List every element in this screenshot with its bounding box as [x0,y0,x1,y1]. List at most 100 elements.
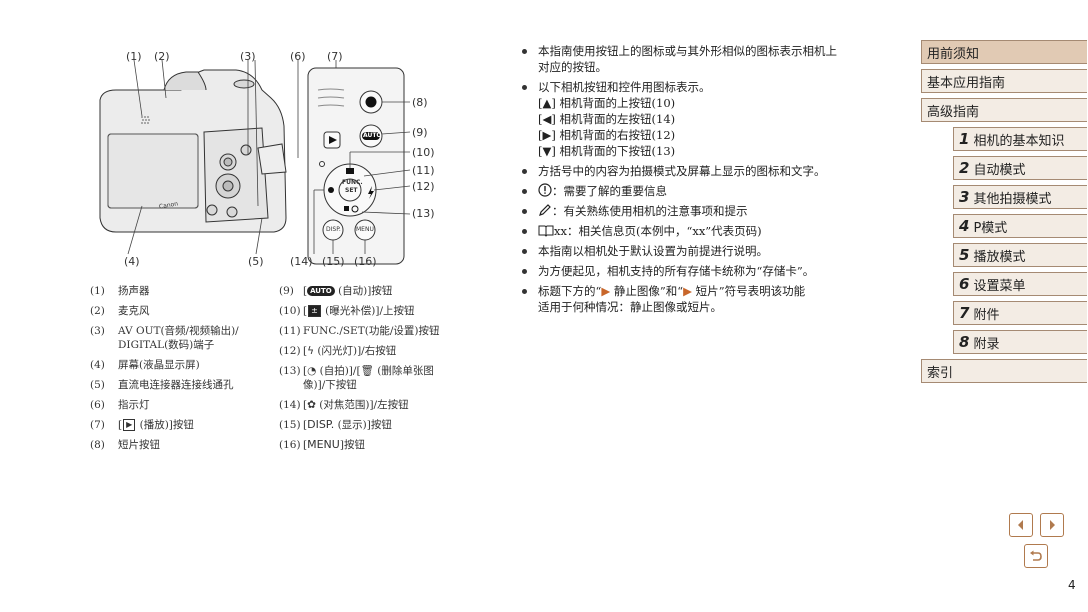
macro-flower-icon: ✿ [307,399,316,411]
note-bullet: 本指南使用按钮上的图标或与其外形相似的图标表示相机上 对应的按钮。 [512,43,892,75]
left-arrow-icon: ◀ [542,112,552,126]
legend-text: [AUTO (自动)]按钮 [303,284,479,298]
book-reference-icon [538,225,554,237]
func-label-1: FUNC. [342,179,363,186]
nav-number: 2 [959,159,970,177]
disp-label: DISP. [326,226,341,233]
nav-label: 基本应用指南 [927,75,1006,91]
callout-6: (6) [290,50,306,63]
legend-text: [◔ (自拍)]/[🗑 (删除单张图像)]/下按钮 [303,364,479,392]
legend-item: (7)[▶ (播放)]按钮 [90,418,270,432]
callout-7: (7) [327,50,343,63]
callout-13: (13) [412,207,435,220]
note-text: 本指南使用按钮上的图标或与其外形相似的图标表示相机上 [538,44,837,58]
nav-item-before-use[interactable]: 用前须知 [921,40,1087,64]
legend-item: (5)直流电连接器连接线通孔 [90,378,270,392]
return-arrow-icon [1030,550,1042,561]
pencil-tip-icon [539,204,551,216]
nav-item-basic-guide[interactable]: 基本应用指南 [921,69,1087,93]
legend-num: (2) [90,305,105,317]
nav-item-advanced-guide[interactable]: 高级指南 [921,98,1087,122]
callout-3: (3) [240,50,256,63]
menu-label: MENU [356,226,374,233]
down-arrow-icon: ▼ [542,144,552,158]
legend-text-rest: (对焦范围)]/左按钮 [315,399,409,411]
nav-label: 附录 [973,336,1000,352]
still-image-triangle-icon: ▶ [601,284,611,298]
note-text: 相机背面的下按钮(13) [559,144,676,158]
page-number: 4 [1068,578,1076,592]
callout-2: (2) [154,50,170,63]
legend-num: (7) [90,419,105,431]
note-text: ：需要了解的重要信息 [552,184,667,198]
legend-item: (13)[◔ (自拍)]/[🗑 (删除单张图像)]/下按钮 [279,364,479,392]
bracket: [ [303,305,308,317]
legend-num: (1) [90,285,105,297]
note-text: ”和“ [659,284,684,298]
note-text: 方括号中的内容为拍摄模式及屏幕上显示的图标和文字。 [538,164,826,178]
nav-label: 自动模式 [973,162,1026,178]
legend-text: FUNC./SET(功能/设置)按钮 [303,325,440,337]
callout-4: (4) [124,255,140,268]
legend-right-list: (9)[AUTO (自动)]按钮 (10)[± (曝光补偿)]/上按钮 (11)… [279,284,479,458]
callout-12: (12) [412,180,435,193]
note-bullet: 标题下方的“▶ 静止图像”和“▶ 短片”符号表明该功能 适用于何种情况：静止图像… [512,283,892,315]
callout-10: (10) [412,146,435,159]
note-text: 为方便起见，相机支持的所有存储卡统称为“存储卡”。 [538,264,815,278]
callout-1: (1) [126,50,142,63]
playback-icon: ▶ [123,419,136,431]
legend-text-line1: AV OUT(音频/视频输出)/ [118,325,239,337]
nav-label: 索引 [927,365,954,381]
bracket: [ [303,399,308,411]
legend-text-rest: (显示)]按钮 [334,419,392,431]
legend-num: (11) [279,325,301,337]
legend-num: (8) [90,439,105,451]
flash-icon: ϟ [307,345,315,357]
up-arrow-icon: ▲ [542,96,552,110]
back-button[interactable] [1024,544,1048,568]
still-image-label: 静止图像 [610,284,660,298]
bracket: [ [303,419,308,431]
camera-illustration [99,59,411,265]
next-page-button[interactable] [1040,513,1064,537]
self-timer-icon: ◔ [307,365,317,377]
callout-9: (9) [412,126,428,139]
note-line-left: [◀] 相机背面的左按钮(14) [538,112,676,126]
note-bullet: 为方便起见，相机支持的所有存储卡统称为“存储卡”。 [512,263,892,279]
legend-text: 扬声器 [118,285,150,297]
nav-label: P模式 [973,220,1008,236]
note-bullet: ：有关熟练使用相机的注意事项和提示 [512,203,892,219]
legend-item: (15)[DISP. (显示)]按钮 [279,418,479,432]
prev-page-button[interactable] [1009,513,1033,537]
legend-item: (8)短片按钮 [90,438,270,452]
nav-item-index[interactable]: 索引 [921,359,1087,383]
callout-5: (5) [248,255,264,268]
note-text: ”符号表明该功能 [718,284,806,298]
bracket: [ [303,365,308,377]
nav-label: 用前须知 [927,46,980,62]
legend-num: (5) [90,379,105,391]
note-bullet: xx：相关信息页(本例中，“xx”代表页码) [512,223,892,239]
legend-item: (3)AV OUT(音频/视频输出)/DIGITAL(数码)端子 [90,324,270,352]
note-text: ：有关熟练使用相机的注意事项和提示 [552,204,748,218]
legend-item: (10)[± (曝光补偿)]/上按钮 [279,304,479,318]
legend-text-line2: DIGITAL(数码)端子 [118,339,215,351]
right-arrow-icon: ▶ [542,128,552,142]
legend-left-list: (1)扬声器 (2)麦克风 (3)AV OUT(音频/视频输出)/DIGITAL… [90,284,270,458]
legend-item: (4)屏幕(液晶显示屏) [90,358,270,372]
legend-text-mid: (自拍)]/[ [316,365,361,377]
nav-label: 高级指南 [927,104,980,120]
legend-text: [DISP. (显示)]按钮 [303,418,479,432]
callout-8: (8) [412,96,428,109]
chevron-left-icon [1018,520,1023,530]
movie-triangle-icon: ▶ [683,284,693,298]
note-bullet: 本指南以相机处于默认设置为前提进行说明。 [512,243,892,259]
